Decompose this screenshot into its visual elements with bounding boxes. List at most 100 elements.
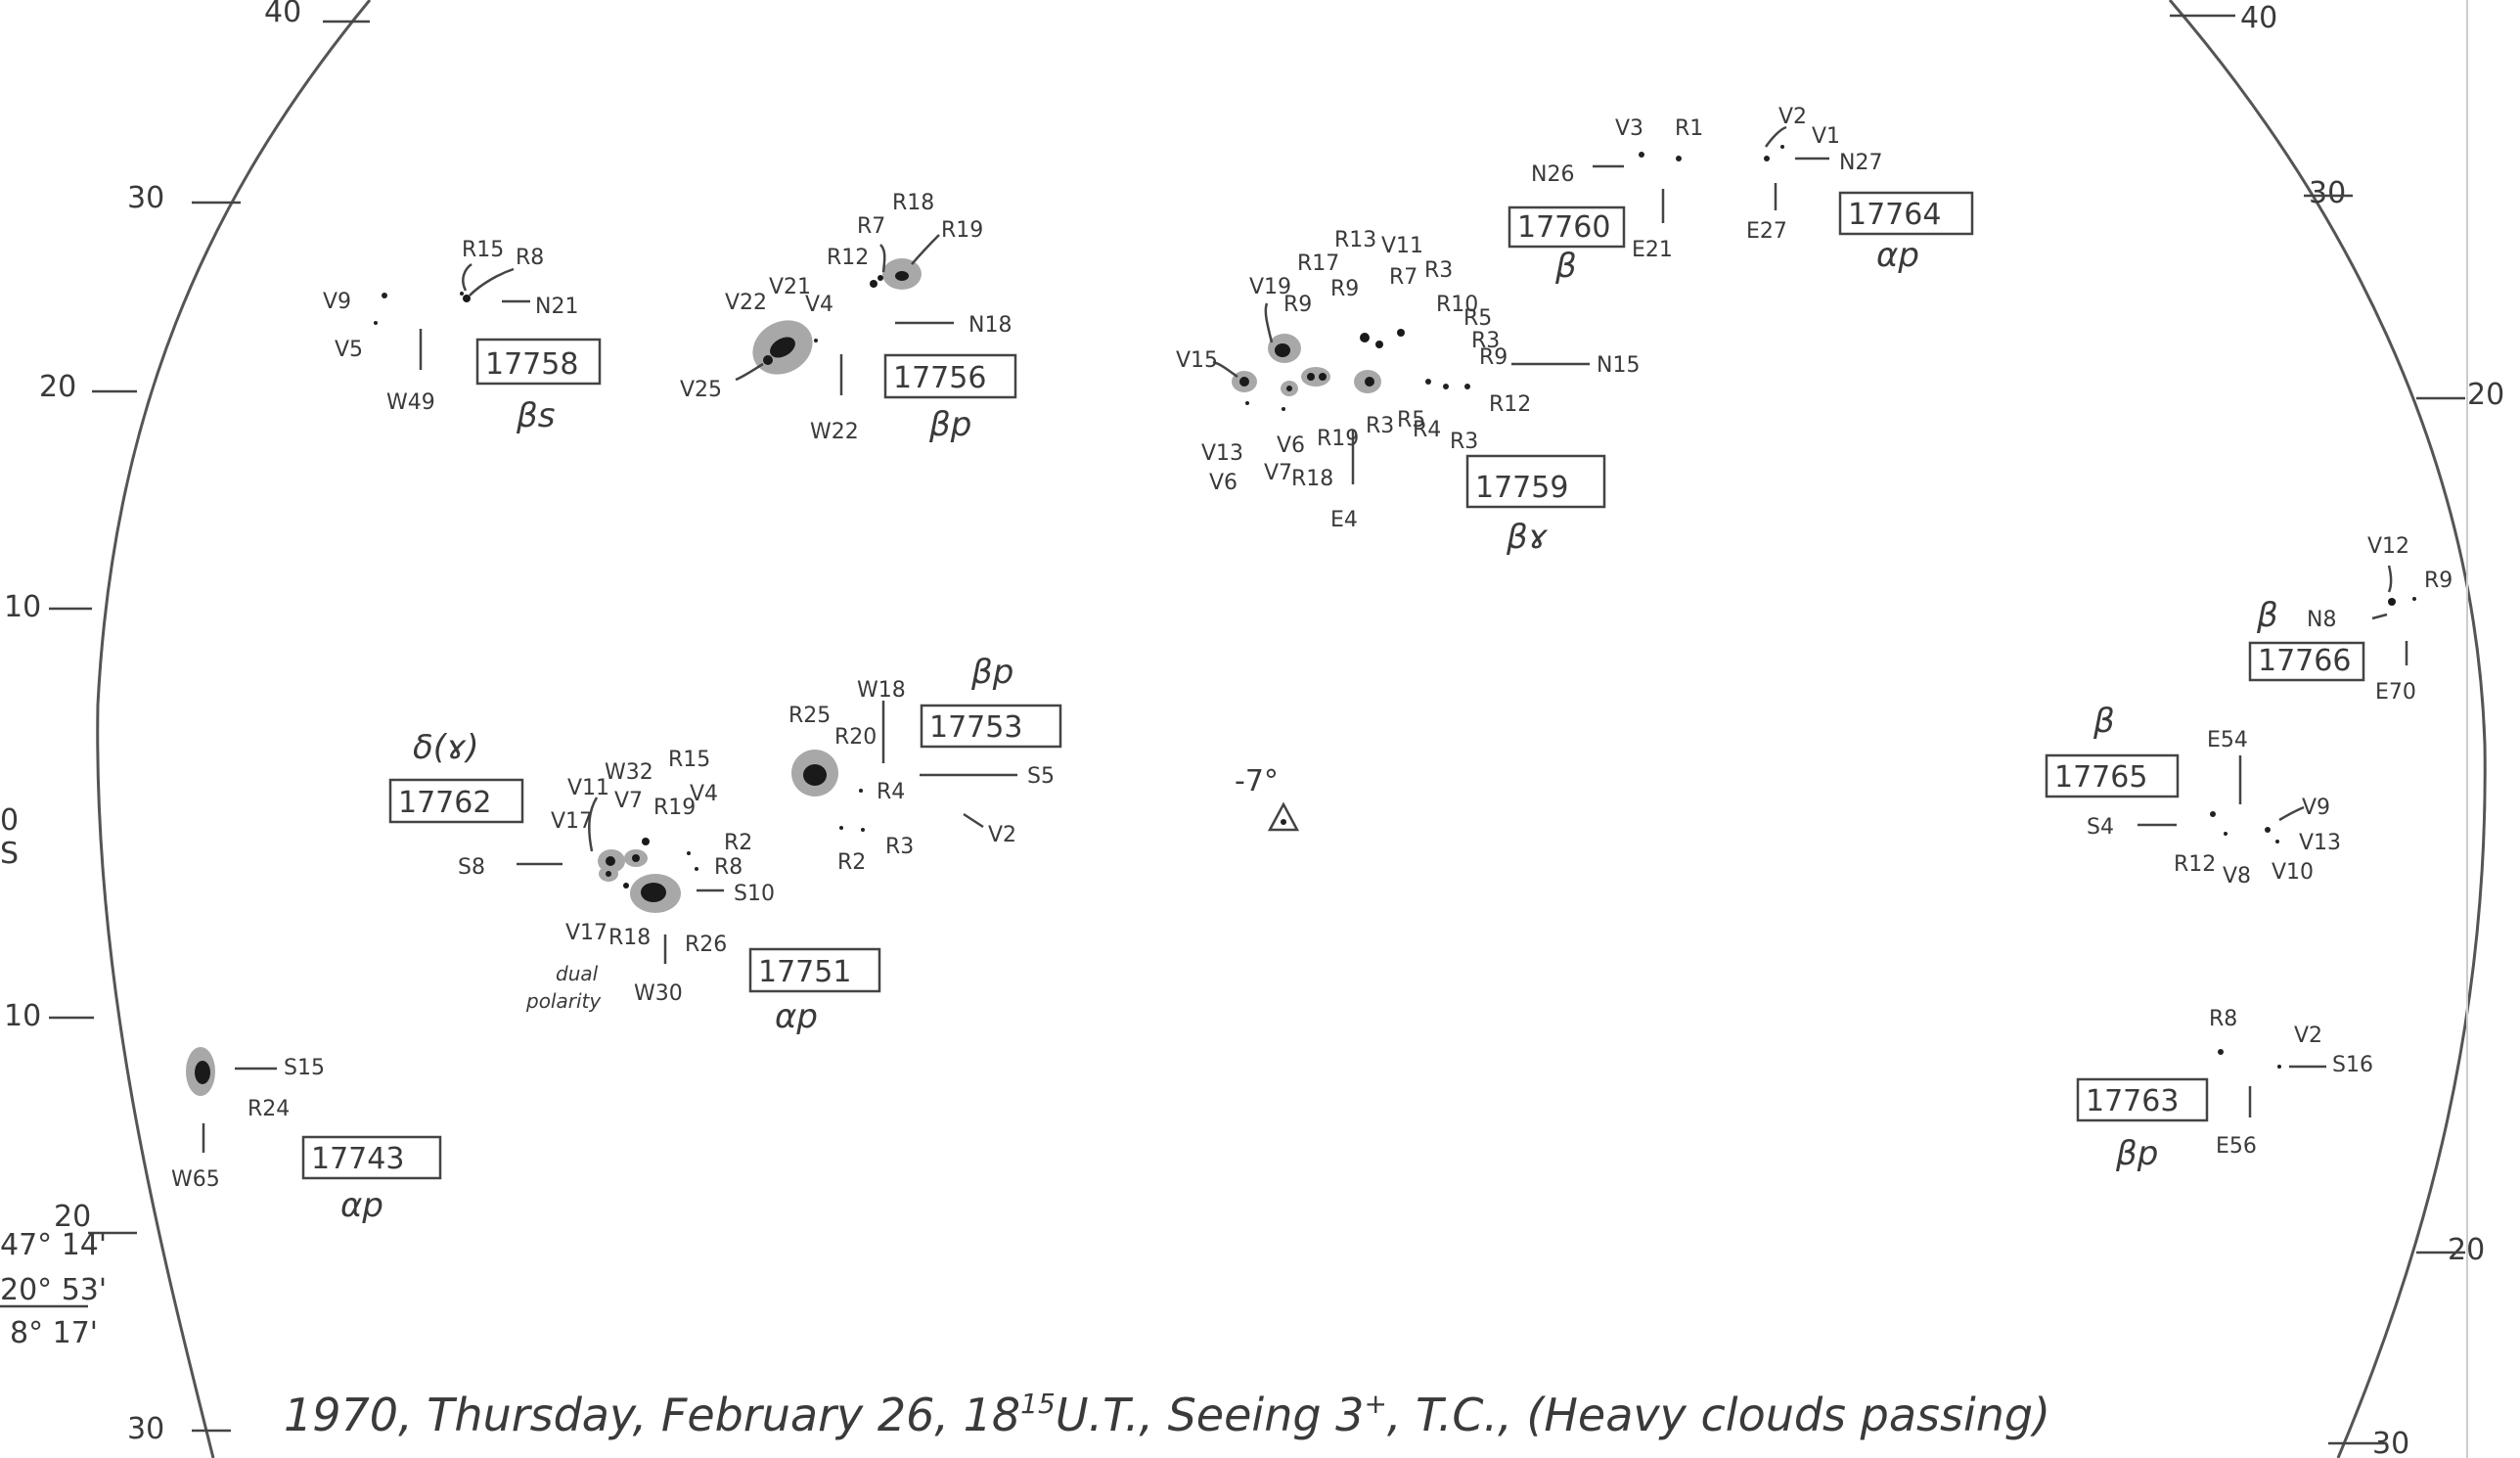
latitude-tick-label-left-4: 10	[4, 999, 41, 1033]
spot-label: R5	[1397, 408, 1425, 433]
spot-label: V17	[565, 921, 608, 945]
spot-label: W22	[810, 420, 859, 444]
region-number-box	[1465, 454, 1606, 509]
region-number-box	[301, 1135, 442, 1180]
region-number: 17760	[1517, 210, 1610, 245]
spot-label: E21	[1632, 238, 1673, 262]
equator-mark-0: 0	[0, 803, 19, 838]
spot-label: V2	[1778, 105, 1807, 129]
region-number: 17762	[398, 786, 491, 820]
magnetic-class: βs	[516, 396, 555, 435]
region-number: 17743	[311, 1142, 404, 1176]
spot-label: V5	[335, 338, 363, 362]
magnetic-class: β	[1554, 247, 1577, 286]
region-number-box	[2045, 753, 2180, 798]
latitude-tick-label-right-3: 20	[2448, 1233, 2485, 1267]
spot-label: E56	[2216, 1134, 2257, 1159]
spot-label: S15	[284, 1056, 325, 1080]
region-number: 17756	[893, 361, 986, 395]
spot-label: V6	[1209, 471, 1238, 495]
latitude-tick-label-left-2: 20	[39, 370, 76, 404]
spot-label: R8	[2209, 1007, 2237, 1031]
latitude-tick-label-right-0: 40	[2240, 1, 2277, 35]
magnetic-class: β	[2092, 702, 2115, 741]
spot-label: V10	[2272, 860, 2314, 885]
spot-label: R15	[462, 238, 504, 262]
magnetic-class: αp	[1876, 236, 1919, 275]
spot-label: R9	[1479, 345, 1508, 370]
region-number: 17753	[929, 710, 1022, 745]
region-17751: 17751 αp	[748, 947, 881, 1036]
spot-label: V2	[988, 823, 1016, 847]
spot-label: S16	[2332, 1053, 2373, 1077]
magnetic-class: βɤ	[1506, 518, 1549, 557]
spot-label: V6	[1277, 433, 1305, 458]
region-number-box	[1508, 205, 1626, 249]
region-number-box	[2076, 1077, 2209, 1122]
spot-label: R12	[1489, 392, 1531, 417]
spot-label: V8	[2223, 864, 2251, 888]
spot-label: R12	[827, 246, 869, 270]
region-number-box	[1838, 191, 1974, 236]
spot-label: W30	[634, 981, 683, 1006]
region-number-box	[388, 778, 524, 824]
magnetic-class: δ(ɤ)	[413, 728, 479, 767]
latitude-tick-label-left-3: 10	[4, 590, 41, 624]
spot-label: V4	[805, 293, 833, 317]
center-latitude: -7°	[1235, 764, 1279, 798]
spot-label: V4	[690, 782, 718, 806]
spot-label: R25	[788, 704, 831, 728]
spot-label: S10	[734, 882, 775, 906]
spot-label: W18	[857, 678, 906, 703]
position-angle-2: 8° 17'	[10, 1316, 98, 1350]
spot-label: N18	[968, 313, 1012, 338]
spot-label: V22	[725, 291, 767, 315]
spot-label: R8	[516, 246, 544, 270]
spot-label: R1	[1675, 116, 1703, 141]
spot-label: V11	[567, 776, 609, 800]
latitude-tick-label-left-6: 30	[127, 1412, 164, 1446]
spot-label: R10	[1436, 293, 1478, 317]
region-number: 17766	[2258, 644, 2351, 678]
latitude-tick-label-right-2: 20	[2467, 378, 2504, 412]
region-number: 17765	[2054, 760, 2147, 795]
spot-label: R8	[714, 855, 742, 880]
region-number: 17751	[758, 955, 851, 989]
spot-label: V17	[551, 809, 593, 834]
spot-label: W65	[171, 1167, 220, 1192]
spot-label: V21	[769, 275, 811, 299]
position-angle-0: 47° 14'	[0, 1228, 107, 1262]
spot-label: N26	[1531, 162, 1574, 187]
spot-label: R17	[1297, 251, 1339, 276]
spot-label: E54	[2207, 728, 2248, 752]
spot-label: R24	[248, 1097, 290, 1121]
spot-label: W32	[605, 760, 653, 785]
spot-label: R18	[892, 191, 934, 215]
region-number: 17764	[1848, 198, 1941, 232]
spot-label: V12	[2367, 534, 2409, 559]
region-number-box	[883, 353, 1017, 399]
region-number: 17758	[485, 347, 578, 382]
region-number-box	[475, 338, 602, 386]
latitude-tick-label-left-1: 30	[127, 181, 164, 215]
spot-label: E70	[2375, 680, 2416, 705]
spot-label: V3	[1615, 116, 1643, 141]
spot-label: V15	[1176, 348, 1218, 373]
magnetic-class: βp	[2115, 1134, 2158, 1173]
latitude-tick-label-left-5: 20	[54, 1200, 91, 1234]
magnetic-class: αp	[775, 997, 818, 1036]
spot-label: N27	[1839, 151, 1882, 175]
spot-label: R13	[1334, 228, 1376, 252]
sun-center-mark: -7°	[1235, 764, 1300, 832]
magnetic-class: βp	[970, 653, 1013, 692]
